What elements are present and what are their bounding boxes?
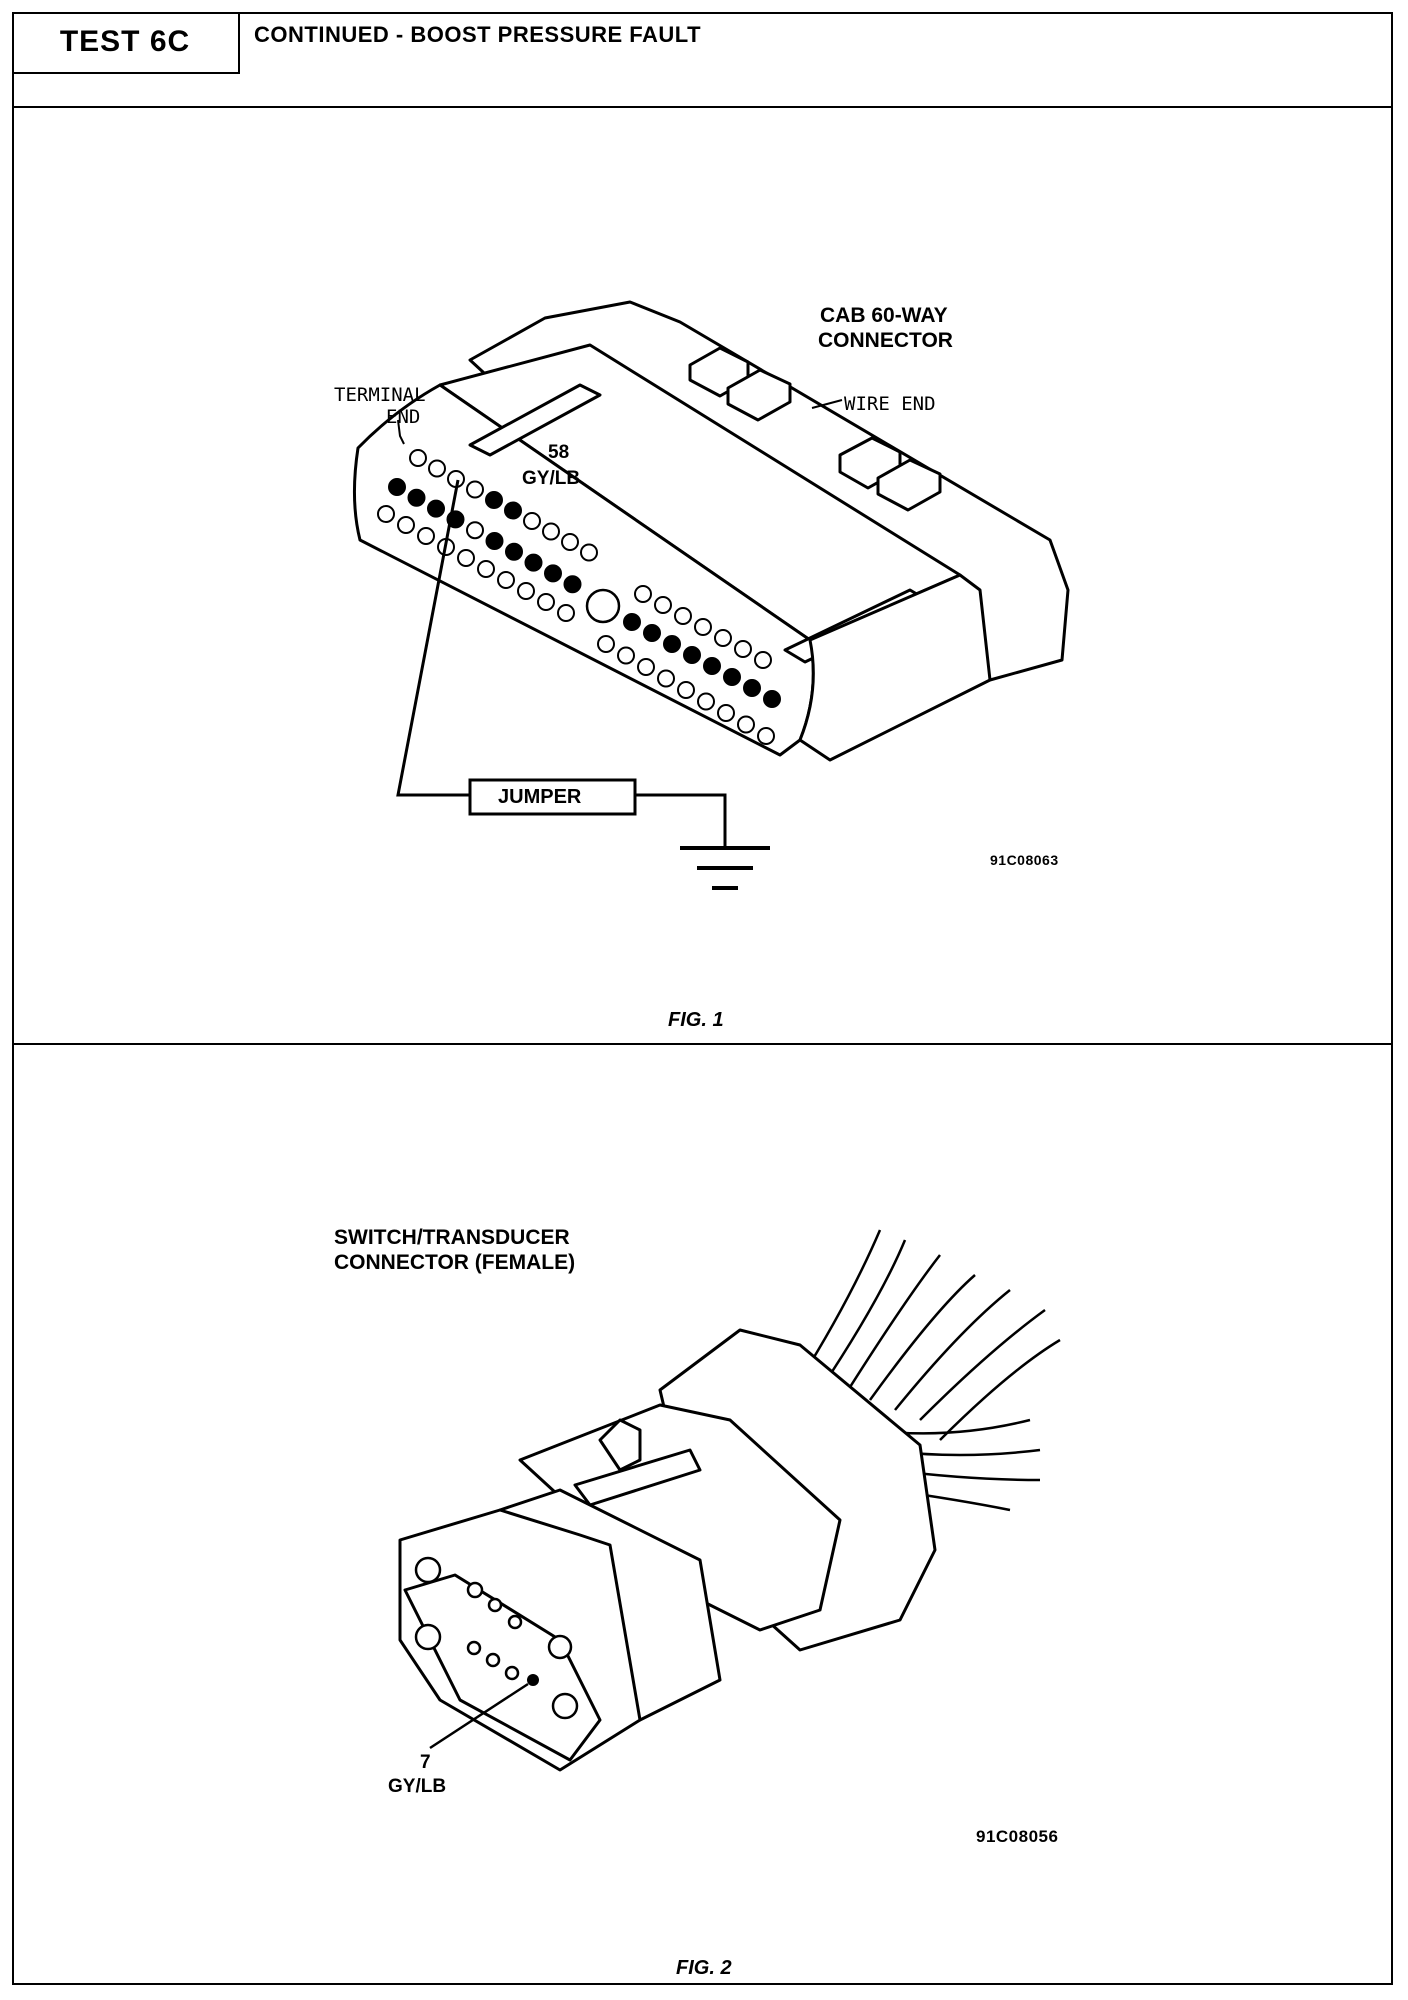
- pin-7-wire-color: GY/LB: [388, 1776, 447, 1797]
- fig2-art-code: 91C08056: [976, 1827, 1059, 1846]
- terminal-pin-filled: [663, 635, 681, 653]
- connector-face: [403, 1573, 602, 1762]
- terminal-pin: [617, 646, 635, 665]
- terminal-pin: [674, 607, 692, 625]
- cavity-holes: [414, 1556, 579, 1720]
- fig1-connector-drawing: [352, 300, 1070, 890]
- terminal-end-label-line2: END: [386, 406, 421, 428]
- terminal-pin: [537, 593, 555, 611]
- pin-7-number: 7: [420, 1752, 431, 1773]
- terminal-pin: [717, 704, 735, 722]
- terminal-pin: [757, 727, 775, 745]
- terminal-pins: [377, 449, 781, 745]
- terminal-pin-filled: [563, 575, 582, 594]
- terminal-pin: [580, 543, 598, 562]
- terminal-pin-filled: [643, 624, 661, 642]
- terminal-pin: [561, 533, 579, 551]
- terminal-pin: [417, 527, 435, 545]
- fig2-connector-label-line2: CONNECTOR (FEMALE): [334, 1251, 576, 1274]
- pin-7-leader: [429, 1682, 529, 1750]
- terminal-pin-filled: [485, 491, 503, 509]
- terminal-pin: [523, 512, 541, 530]
- fig1-connector-label-line1: CAB 60-WAY: [820, 304, 948, 327]
- connector-key-hole: [585, 588, 621, 624]
- terminal-pin: [597, 635, 615, 653]
- terminal-pin: [477, 560, 495, 578]
- terminal-pin: [737, 715, 755, 734]
- terminal-pin: [497, 571, 515, 589]
- terminal-pin: [557, 604, 575, 622]
- terminal-pin: [637, 658, 655, 676]
- terminal-pin-filled: [407, 488, 426, 507]
- terminal-pin-filled: [544, 564, 562, 583]
- fig2-connector-label-line1: SWITCH/TRANSDUCER: [334, 1226, 570, 1249]
- latch-tab: [876, 458, 942, 512]
- lock-arm: [573, 1448, 702, 1507]
- terminal-pin-filled: [505, 542, 523, 561]
- jumper-to-ground: [635, 793, 727, 848]
- terminal-pin: [466, 521, 484, 540]
- fig2-caption: FIG. 2: [676, 1957, 732, 1979]
- terminal-pin-filled: [388, 478, 406, 496]
- ground-symbol-icon: [680, 846, 770, 890]
- terminal-pin: [466, 480, 484, 499]
- terminal-pin: [457, 549, 475, 567]
- pin-7-cavity: [527, 1674, 539, 1686]
- jumper-label: JUMPER: [498, 786, 582, 808]
- page-frame: [12, 12, 1393, 1985]
- terminal-pin: [754, 651, 772, 669]
- wire-end-leader: [811, 399, 843, 409]
- pin-58-number: 58: [548, 442, 570, 463]
- jumper-wire: [396, 479, 470, 797]
- terminal-pin-filled: [723, 668, 741, 686]
- terminal-pin-filled: [524, 553, 543, 572]
- terminal-pin: [377, 505, 395, 523]
- terminal-pin-filled: [743, 679, 761, 697]
- terminal-pin-filled: [485, 532, 504, 550]
- terminal-pin: [677, 681, 695, 699]
- terminal-pin: [714, 629, 732, 647]
- terminal-pin: [409, 449, 427, 467]
- pin-58-wire-color: GY/LB: [522, 468, 581, 489]
- terminal-pin: [397, 516, 415, 534]
- terminal-pin: [654, 596, 672, 614]
- terminal-pin-filled: [703, 657, 721, 675]
- terminal-end-leader: [397, 419, 405, 445]
- terminal-end-label-line1: TERMINAL: [334, 384, 426, 406]
- wire-end-label: WIRE END: [844, 393, 936, 415]
- terminal-pin-filled: [763, 690, 781, 708]
- connector-side: [798, 573, 992, 762]
- lock-tab: [598, 1418, 642, 1472]
- terminal-pin: [697, 692, 715, 711]
- terminal-pin-filled: [427, 499, 445, 518]
- figure-divider: [12, 1043, 1393, 1045]
- terminal-pin: [694, 618, 712, 636]
- terminal-pin: [634, 585, 652, 603]
- test-id: TEST 6C: [12, 12, 240, 74]
- fig1-art-code: 91C08063: [990, 852, 1059, 868]
- terminal-pin: [734, 640, 752, 658]
- terminal-pin: [657, 669, 675, 688]
- terminal-pin-filled: [683, 646, 701, 664]
- terminal-pin: [517, 582, 535, 600]
- fig1-caption: FIG. 1: [668, 1009, 724, 1031]
- connector-rib: [468, 383, 602, 457]
- header-row: [12, 12, 1393, 108]
- terminal-pin-filled: [504, 501, 522, 520]
- terminal-pin: [542, 522, 560, 541]
- fig1-connector-label-line2: CONNECTOR: [818, 329, 953, 352]
- terminal-pin: [428, 459, 446, 478]
- jumper-box: [468, 778, 637, 816]
- test-title: CONTINUED - BOOST PRESSURE FAULT: [254, 22, 702, 47]
- latch-tab: [726, 368, 792, 422]
- terminal-pin-filled: [623, 613, 641, 631]
